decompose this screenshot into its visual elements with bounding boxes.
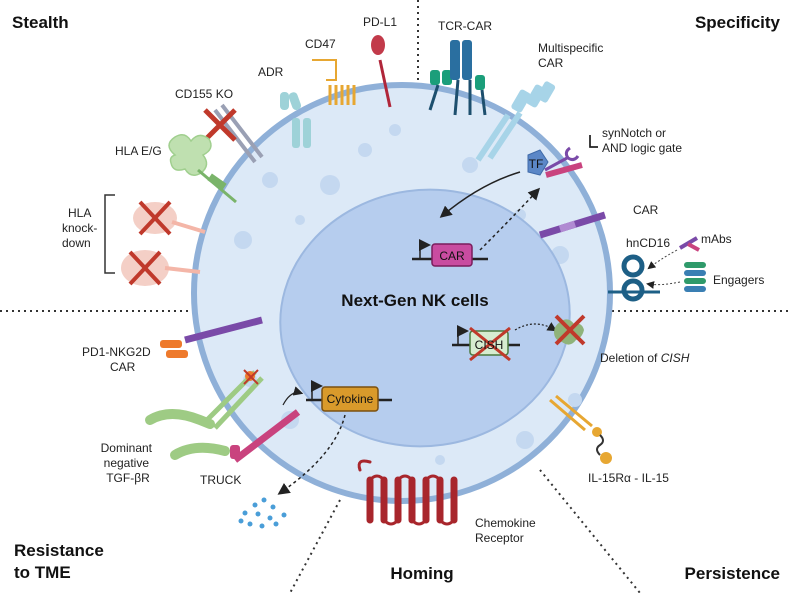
nk-cell xyxy=(191,82,613,504)
nucleus xyxy=(279,188,571,448)
synnotch-label: synNotch or AND logic gate xyxy=(602,126,682,155)
car-label: CAR xyxy=(633,203,659,217)
adr-icon xyxy=(280,92,311,148)
center-title: Next-Gen NK cells xyxy=(341,291,488,310)
car-receptor-icon xyxy=(538,211,607,239)
multispecific-car-icon xyxy=(475,81,556,162)
truck-label: TRUCK xyxy=(200,473,241,487)
engagers-label: Engagers xyxy=(713,273,764,287)
cd155ko-label: CD155 KO xyxy=(175,87,233,101)
car-gene-label: CAR xyxy=(439,249,465,263)
cytokine-secretion-arrow xyxy=(277,414,346,495)
cd47-icon xyxy=(312,59,356,105)
hncd16-icon xyxy=(608,254,660,302)
cytokine-gene xyxy=(306,380,392,412)
hncd16-binding-arrows xyxy=(646,249,681,289)
corner-persistence: Persistence xyxy=(685,564,780,583)
hlaeg-label: HLA E/G xyxy=(115,144,162,158)
engagers-icon xyxy=(684,262,706,292)
dominant-negative-tgfbr-icon xyxy=(145,369,264,460)
il15-icon xyxy=(549,394,612,464)
corner-stealth: Stealth xyxy=(12,13,69,32)
cd47-label: CD47 xyxy=(305,37,336,51)
cytokine-gene-label: Cytokine xyxy=(327,392,374,406)
car-to-membrane-arrow xyxy=(479,187,541,251)
synnotch-icon xyxy=(527,135,598,178)
dominant-negative-label: Dominant negative TGF-βR xyxy=(101,441,156,485)
deletion-label: Deletion of CISH xyxy=(600,351,690,365)
adr-label: ADR xyxy=(258,65,284,79)
hla-eg-icon xyxy=(168,134,237,204)
car-gene xyxy=(412,239,488,267)
chemokine-receptor-icon xyxy=(357,459,458,526)
mabs-icon xyxy=(678,236,700,252)
cish-gene xyxy=(452,325,520,362)
cish-protein-icon xyxy=(554,314,586,346)
secreted-cytokines-icon xyxy=(238,497,287,529)
cish-gene-label: CISH xyxy=(475,338,504,352)
pd1-nkg2d-car-icon xyxy=(160,316,263,358)
multispecific-label: Multispecific CAR xyxy=(538,41,607,70)
tf-to-nucleus-arrow xyxy=(439,171,521,218)
hla-knockdown-label: HLA knock- down xyxy=(62,206,101,250)
corner-specificity: Specificity xyxy=(695,13,781,32)
cd155-ko-icon xyxy=(203,103,264,164)
hncd16-label: hnCD16 xyxy=(626,236,670,250)
pdl1-label: PD-L1 xyxy=(363,15,397,29)
tcr-car-icon xyxy=(428,40,487,116)
hla-knockdown-icon xyxy=(104,194,206,286)
pd1nkg2d-label: PD1-NKG2D CAR xyxy=(82,345,154,374)
truck-to-gene-arrow xyxy=(282,386,304,406)
il15-label: IL-15Rα - IL-15 xyxy=(588,471,669,485)
tcr-car-label: TCR-CAR xyxy=(438,19,492,33)
tf-label: TF xyxy=(529,157,544,171)
pdl1-icon xyxy=(371,35,392,108)
cish-arrow xyxy=(514,322,558,332)
mabs-label: mAbs xyxy=(701,232,732,246)
corner-resistance: Resistance to TME xyxy=(14,541,109,582)
truck-icon xyxy=(230,409,301,463)
corner-homing: Homing xyxy=(390,564,453,583)
chemokine-label: Chemokine Receptor xyxy=(475,516,539,545)
